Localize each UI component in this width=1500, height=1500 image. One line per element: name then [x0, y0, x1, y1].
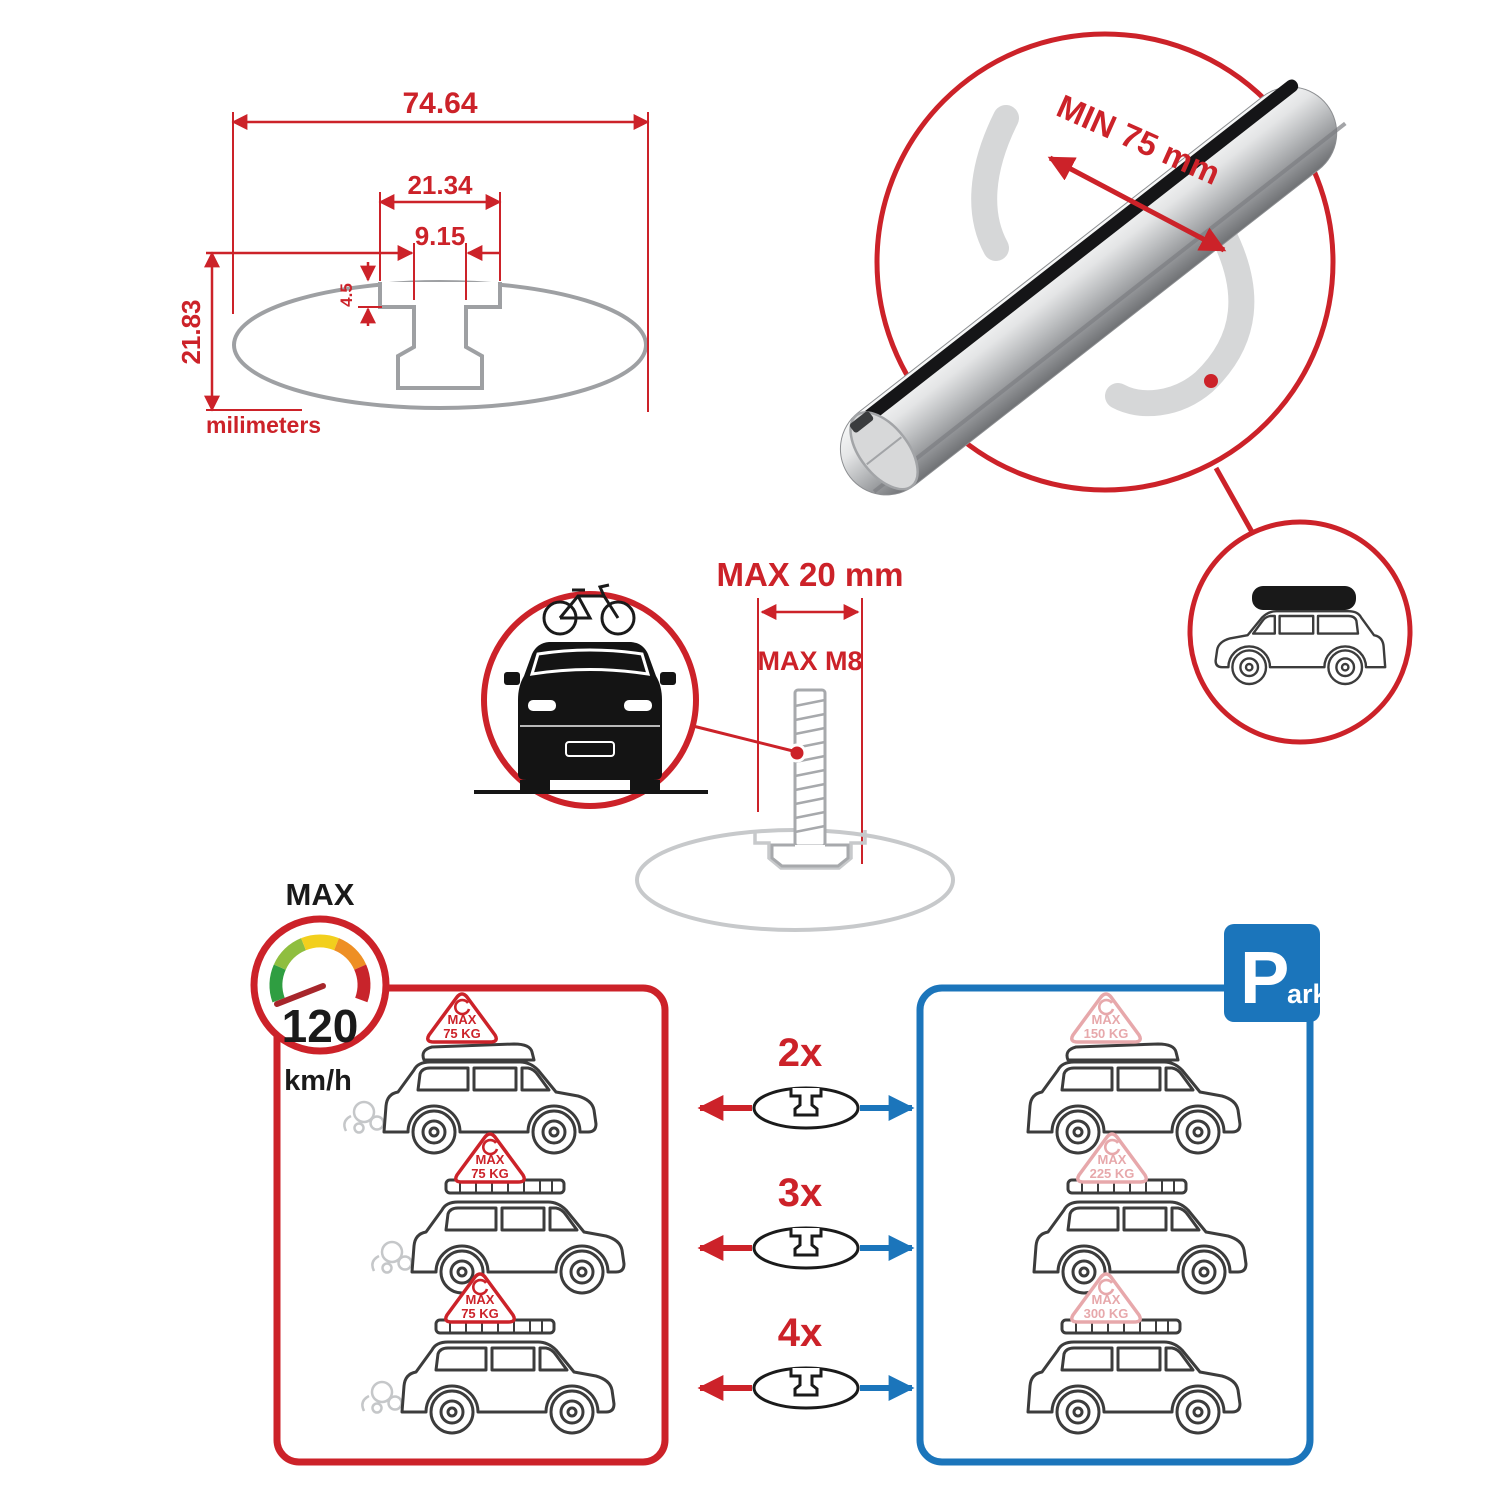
crossbar-section-icon: [752, 1086, 860, 1130]
bolt-icon: [770, 688, 850, 868]
headlight-left: [528, 700, 556, 711]
multiplier-4x: 4x: [778, 1311, 823, 1355]
roof-box-icon: [1065, 1042, 1180, 1062]
dim-total-width-label: 74.64: [402, 87, 477, 120]
load-sign-title: MAX: [1092, 1292, 1121, 1307]
crossbar-section-icon: [752, 1226, 860, 1270]
driving-car-1: MAX 75 KG: [343, 992, 598, 1155]
gauge-value: 120: [282, 1000, 359, 1052]
car-front-icon: [504, 642, 676, 792]
ghost-profile-slot: [753, 830, 867, 870]
parking-sign: P ark: [1224, 924, 1329, 1022]
load-sign-title: MAX: [448, 1012, 477, 1027]
car-front-callout: [474, 583, 708, 809]
bolt-diagram: MAX 20 mm MAX M8: [474, 556, 955, 932]
load-sign-title: MAX: [1098, 1152, 1127, 1167]
clamp-point-dot: [1204, 374, 1218, 388]
load-sign-value: 75 KG: [461, 1306, 499, 1321]
dimension-lines: [204, 114, 650, 412]
vehicle-callout: [1187, 519, 1413, 745]
bar-count-row-3x: 3x: [697, 1171, 915, 1270]
bar-count-row-4x: 4x: [697, 1311, 915, 1410]
driving-cars: MAX 75 KG MAX 75 KG: [343, 992, 626, 1435]
speed-limit-gauge: MAX 120 km/h: [250, 877, 390, 1097]
bolt-max-width-label: MAX 20 mm: [716, 556, 903, 593]
bar-photo-callout: MIN 75 mm: [839, 31, 1347, 534]
load-sign-title: MAX: [466, 1292, 495, 1307]
dim-total-height-label: 21.83: [176, 299, 206, 364]
gauge-needle: [274, 983, 326, 1007]
dim-slot-depth-label: 4.5: [337, 283, 356, 307]
load-sign-value: 300 KG: [1084, 1306, 1129, 1321]
crossbar-section-icon: [752, 1366, 860, 1410]
bolt-thread-label: MAX M8: [757, 646, 862, 676]
load-sign-value: 75 KG: [443, 1026, 481, 1041]
multiplier-2x: 2x: [778, 1031, 823, 1075]
load-sign-title: MAX: [476, 1152, 505, 1167]
bolt-point-dot: [787, 743, 807, 763]
dim-slot-outer-label: 21.34: [407, 170, 473, 200]
load-sign-title: MAX: [1092, 1012, 1121, 1027]
roof-box-icon: [1252, 586, 1356, 610]
dimension-extension-lines: [206, 112, 649, 412]
multiplier-3x: 3x: [778, 1171, 823, 1215]
parked-car-2: MAX 225 KG: [1032, 1132, 1248, 1295]
load-sign-value: 225 KG: [1090, 1166, 1135, 1181]
load-sign-value: 150 KG: [1084, 1026, 1129, 1041]
comparison-panel: P ark MAX 120 km/h 2x: [250, 877, 1329, 1466]
gauge-max-label: MAX: [286, 877, 355, 912]
driving-car-2: MAX 75 KG: [371, 1132, 626, 1295]
bar-count-row-2x: 2x: [697, 1031, 915, 1130]
bar-count-rows: 2x 3x 4x: [697, 1031, 915, 1410]
roof-box-icon: [421, 1042, 536, 1062]
headlight-right: [624, 700, 652, 711]
dim-slot-inner-label: 9.15: [415, 221, 466, 251]
min-span-arrow: [1047, 155, 1227, 253]
bike-circle-connector: [692, 724, 794, 753]
gauge-unit: km/h: [284, 1065, 352, 1097]
profile-dimension-diagram: 74.64 21.34 9.15 21.83 4.5 milimeters: [176, 87, 650, 438]
license-plate: [565, 741, 615, 757]
parking-sign-letter: P: [1240, 936, 1289, 1019]
load-sign-value: 75 KG: [471, 1166, 509, 1181]
parked-cars: MAX 150 KG MAX 225 KG MAX 300 KG: [1026, 992, 1248, 1435]
parking-sign-rest: ark: [1287, 979, 1329, 1009]
parked-car-3: MAX 300 KG: [1026, 1272, 1242, 1435]
ghost-clamp: [971, 105, 1255, 417]
circle-connector-line: [1213, 466, 1255, 534]
gauge-arc: [269, 934, 371, 1003]
units-label: milimeters: [206, 412, 321, 438]
profile-t-slot: [378, 282, 502, 390]
bicycle-icon: [542, 583, 636, 636]
driving-car-3: MAX 75 KG: [361, 1272, 616, 1435]
parked-car-1: MAX 150 KG: [1026, 992, 1242, 1155]
